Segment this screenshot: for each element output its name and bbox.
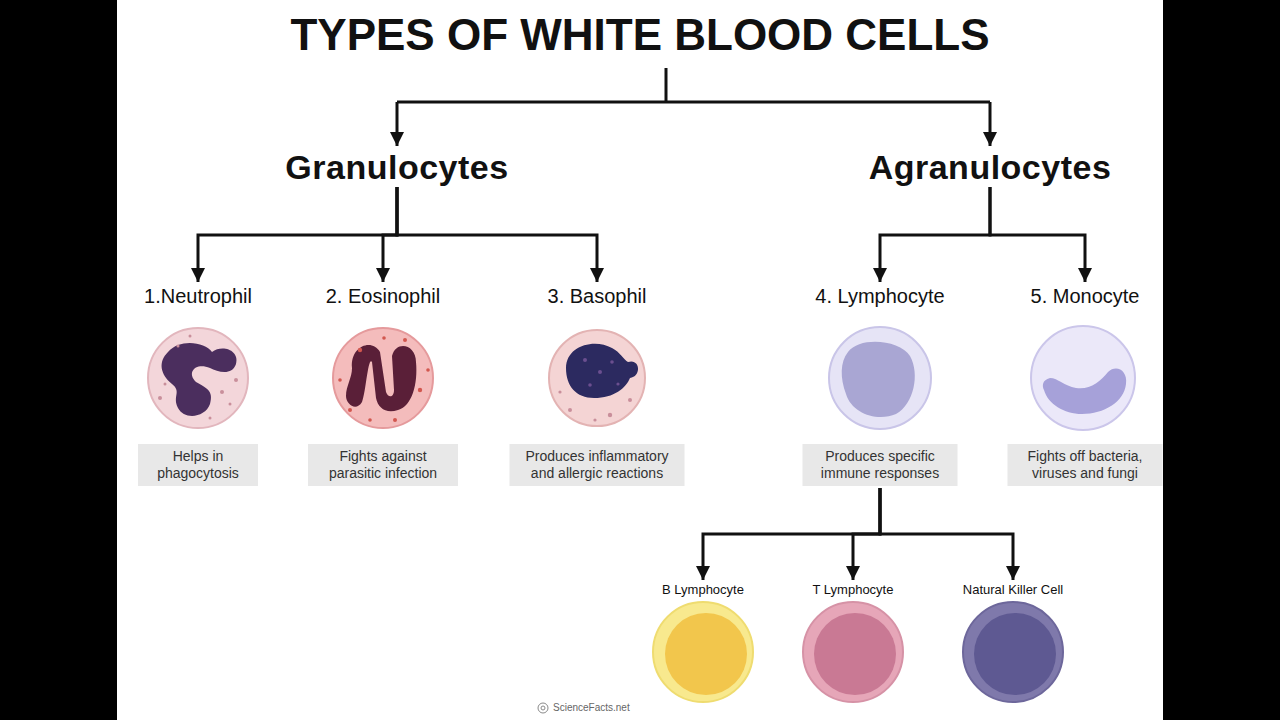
nk-cell — [963, 602, 1063, 702]
category-label: Agranulocytes — [869, 148, 1112, 187]
cell-name: Natural Killer Cell — [963, 582, 1063, 598]
cell-card: 4. LymphocyteProduces specific immune re… — [803, 284, 958, 486]
subtype-cell: B Lymphocyte — [662, 582, 744, 710]
eosinophil-cell — [333, 328, 433, 428]
cell-card: 1.NeutrophilHelps in phagocytosis — [138, 284, 258, 486]
lymphocyte-cell — [829, 327, 931, 429]
cell-card: 5. MonocyteFights off bacteria, viruses … — [1008, 284, 1163, 486]
subtype-cell: T Lymphocyte — [813, 582, 894, 710]
tree-arrow — [703, 488, 880, 580]
function-box: Produces inflammatory and allergic react… — [510, 444, 685, 486]
logo-mark — [538, 703, 548, 713]
monocyte-cell — [1031, 326, 1135, 430]
cell-name: B Lymphocyte — [662, 582, 744, 598]
category-title: Granulocytes — [285, 148, 508, 187]
tree-arrow — [990, 187, 1085, 282]
cell-name: 2. Eosinophil — [326, 284, 441, 308]
tree-arrow — [853, 488, 880, 580]
category-title: Agranulocytes — [869, 148, 1112, 187]
category-label: Granulocytes — [285, 148, 508, 187]
tree-arrow — [880, 488, 1013, 580]
cell-name: 4. Lymphocyte — [815, 284, 944, 308]
watermark: ScienceFacts.net — [553, 702, 630, 713]
cell-name: T Lymphocyte — [813, 582, 894, 598]
function-box: Fights off bacteria, viruses and fungi — [1008, 444, 1163, 486]
b-lymphocyte-cell — [653, 602, 753, 702]
tree-arrow — [198, 187, 397, 282]
basophil-cell — [549, 330, 645, 426]
neutrophil-cell — [148, 328, 248, 428]
t-lymphocyte-cell — [803, 602, 903, 702]
cell-name: 5. Monocyte — [1031, 284, 1140, 308]
cell-card: 2. EosinophilFights against parasitic in… — [308, 284, 458, 486]
title-branch — [397, 68, 990, 146]
tree-arrow — [397, 187, 597, 282]
function-box: Helps in phagocytosis — [138, 444, 258, 486]
function-box: Produces specific immune responses — [803, 444, 958, 486]
cell-name: 1.Neutrophil — [144, 284, 252, 308]
diagram-title: TYPES OF WHITE BLOOD CELLS — [0, 10, 1280, 60]
cell-card: 3. BasophilProduces inflammatory and all… — [510, 284, 685, 486]
cell-name: 3. Basophil — [548, 284, 647, 308]
subtype-cell: Natural Killer Cell — [963, 582, 1063, 710]
tree-arrow — [383, 187, 397, 282]
tree-arrow — [880, 187, 990, 282]
function-box: Fights against parasitic infection — [308, 444, 458, 486]
